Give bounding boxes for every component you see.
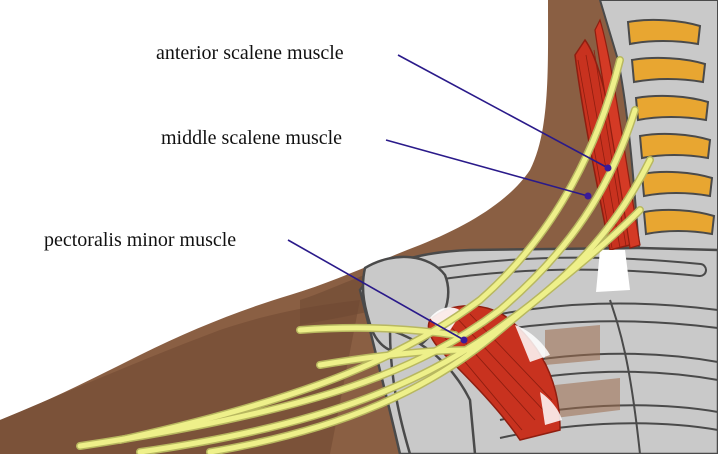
label-middle-scalene: middle scalene muscle: [161, 128, 342, 148]
leader-dot-pectoralis: [461, 337, 468, 344]
leader-dot-anterior: [605, 165, 612, 172]
label-anterior-scalene: anterior scalene muscle: [156, 43, 344, 63]
label-pectoralis-minor: pectoralis minor muscle: [44, 230, 236, 250]
leader-dot-middle: [585, 193, 592, 200]
